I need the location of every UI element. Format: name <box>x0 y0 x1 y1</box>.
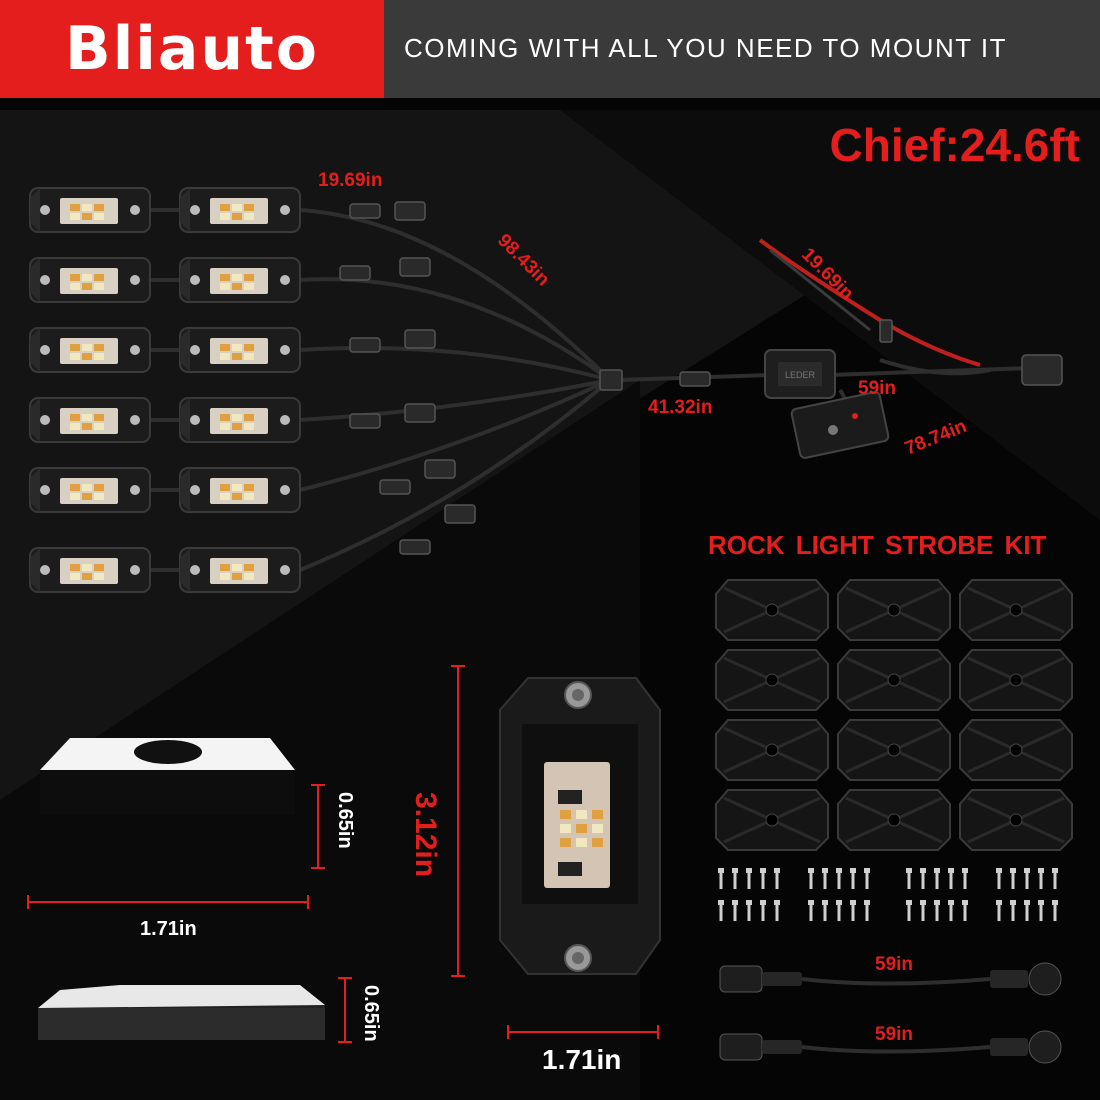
screw-rows <box>718 868 1058 921</box>
kit-title: ROCK LIGHT STROBE KIT <box>708 530 1047 560</box>
pod-width-label: 1.71in <box>542 1044 622 1075</box>
hub-to-box-length: 41.32in <box>648 397 713 418</box>
mount-block <box>40 738 295 815</box>
headline: Chief:24.6ft <box>829 119 1080 171</box>
dimension-drawings <box>27 665 661 1043</box>
base-height-label: 0.65in <box>360 985 382 1042</box>
mount-height-label: 0.65in <box>334 792 356 849</box>
extension-2-length: 59in <box>875 1024 914 1045</box>
switch-panel <box>790 391 890 459</box>
pod-column-right <box>179 187 301 593</box>
extension-cable-2 <box>719 1030 1062 1064</box>
tagline: COMING WITH ALL YOU NEED TO MOUNT IT <box>404 33 1007 63</box>
header-bar: Bliauto COMING WITH ALL YOU NEED TO MOUN… <box>0 0 1100 98</box>
pod-lead-length: 19.69in <box>318 170 383 191</box>
brand-name: Bliauto <box>65 14 319 84</box>
control-box: LEDER <box>764 349 836 399</box>
pod-column-left <box>29 187 151 593</box>
mount-kit <box>714 578 1074 1064</box>
mount-width-label: 1.71in <box>140 918 197 940</box>
large-pod <box>499 677 661 975</box>
box-to-plug-length: 59in <box>858 378 897 399</box>
base-plate <box>38 985 325 1040</box>
extension-1-length: 59in <box>875 954 914 975</box>
extension-cable-1 <box>719 962 1062 996</box>
pod-height-label: 3.12in <box>409 792 442 878</box>
bracket-grid <box>714 578 1074 852</box>
brand-logo: Bliauto <box>0 0 384 98</box>
svg-text:LEDER: LEDER <box>785 370 816 380</box>
